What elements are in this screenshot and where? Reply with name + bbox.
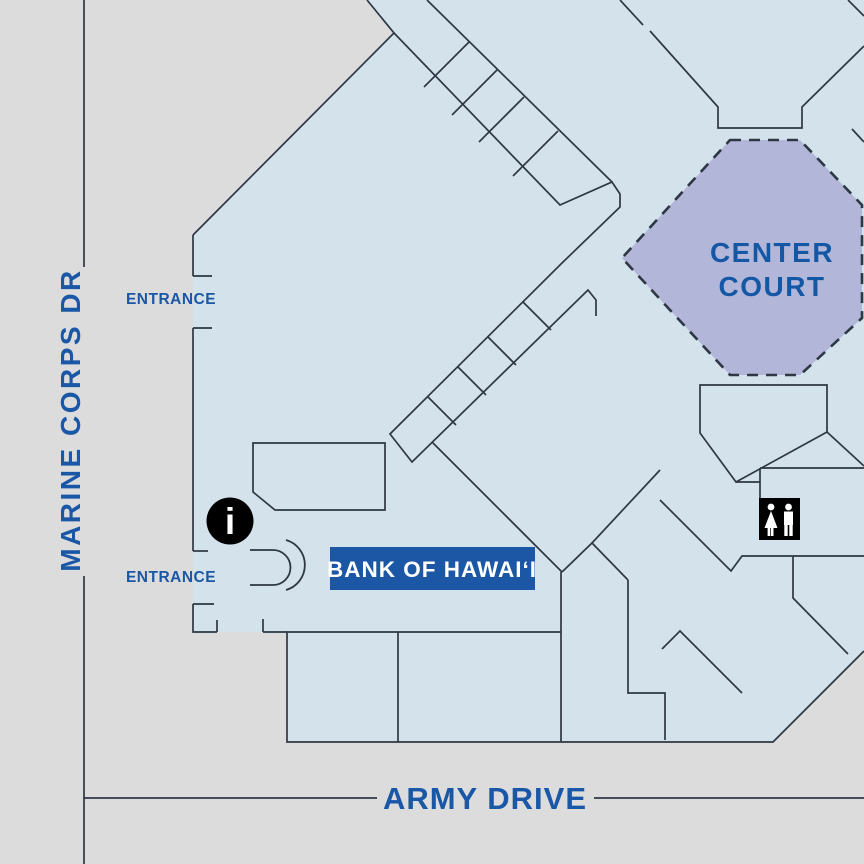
marine-corps-dr-label: MARINE CORPS DR xyxy=(55,268,86,572)
store-wall xyxy=(627,580,666,740)
entrance-arc-inner xyxy=(250,549,292,586)
center-court-label-line2: COURT xyxy=(718,271,825,302)
outer-wall-sw-corner xyxy=(192,604,217,633)
man-figure xyxy=(784,503,793,536)
corridor-wall xyxy=(619,0,644,26)
funnel-walls xyxy=(649,30,864,129)
center-court-label-line1: CENTER xyxy=(710,237,834,268)
road-lines xyxy=(83,0,864,864)
restroom-icon[interactable] xyxy=(759,498,800,540)
store-outline xyxy=(252,442,386,511)
store-outline xyxy=(699,384,828,484)
center-court-area[interactable] xyxy=(620,138,864,377)
store-divider xyxy=(423,41,470,88)
bank-of-hawaii-label[interactable]: BANK OF HAWAIʻI xyxy=(327,547,537,590)
entrance-arc-icon xyxy=(250,539,306,591)
store-divider xyxy=(478,96,525,143)
corridor-wall xyxy=(851,128,864,143)
information-icon[interactable]: i xyxy=(206,497,254,545)
information-icon-glyph: i xyxy=(225,501,235,542)
store-wall xyxy=(661,629,699,650)
store-divider xyxy=(522,301,552,331)
information-icon-circle[interactable] xyxy=(206,497,254,545)
store-wall xyxy=(697,648,743,694)
mall-outer-walls xyxy=(192,0,864,743)
store-wall xyxy=(431,441,563,573)
store-walls xyxy=(252,0,864,742)
store-wall xyxy=(826,431,864,467)
entrance-label-top: ENTRANCE xyxy=(126,291,216,308)
entrance-arc-outer xyxy=(285,539,306,591)
store-wall xyxy=(659,499,864,573)
store-divider xyxy=(512,130,559,177)
center-court[interactable]: CENTER COURT xyxy=(620,138,864,377)
hall-boundary xyxy=(388,32,621,464)
army-drive-label: ARMY DRIVE xyxy=(383,781,587,816)
store-wall xyxy=(591,469,661,544)
store-divider xyxy=(427,396,457,426)
store-divider xyxy=(487,336,517,366)
corridor-wall xyxy=(847,0,864,17)
store-divider xyxy=(451,69,498,116)
entrance-label-bottom: ENTRANCE xyxy=(126,569,216,586)
outer-wall-south xyxy=(263,631,864,743)
store-wall xyxy=(792,556,849,655)
bank-label-text: BANK OF HAWAIʻI xyxy=(327,557,537,582)
upper-band-edge xyxy=(426,0,613,183)
bank-label-box[interactable] xyxy=(330,547,535,590)
woman-figure xyxy=(764,503,778,536)
store-divider xyxy=(457,366,487,396)
store-wall xyxy=(561,541,629,581)
restroom-icon-box[interactable] xyxy=(759,498,800,540)
